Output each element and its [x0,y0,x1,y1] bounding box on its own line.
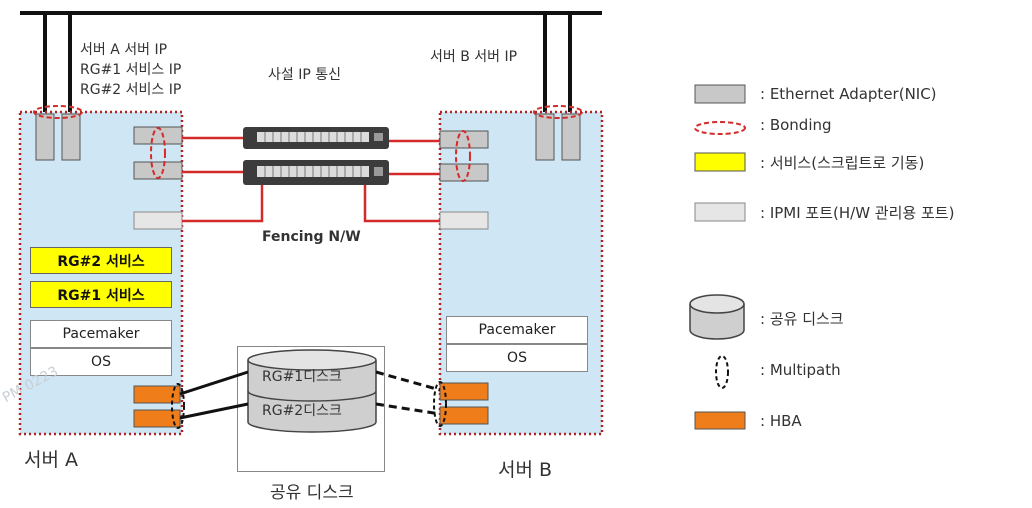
rg1-service-ip-label: RG#1 서비스 IP [80,62,182,78]
rg2-disk-label: RG#2디스크 [262,403,342,419]
hba-icon [133,409,181,428]
legend-service-icon [694,152,746,172]
san-link [179,402,249,420]
legend-hba-icon [694,411,746,430]
san-link-standby [375,370,441,392]
nic-icon [561,113,581,161]
hba-icon [133,385,181,404]
fencing-link [363,185,440,223]
bonding-icon [33,105,83,119]
multipath-icon [171,383,185,429]
legend-bonding-icon [694,121,746,135]
fencing-link [182,185,264,223]
legend-ipmi-label: : IPMI 포트(H/W 관리용 포트) [760,204,955,222]
nic-icon [61,113,81,161]
nic-icon [535,113,555,161]
legend-multipath-label: : Multipath [760,361,841,379]
legend-hba-label: : HBA [760,412,802,430]
rg1-service-box: RG#1 서비스 [30,281,172,308]
legend-nic-label: : Ethernet Adapter(NIC) [760,85,937,103]
hba-icon [439,406,489,425]
rg1-disk-label: RG#1디스크 [262,369,342,385]
legend-shared-disk-label: : 공유 디스크 [760,310,844,328]
server-a-ip-labels: 서버 A 서버 IP RG#1 서비스 IP RG#2 서비스 IP [80,40,181,100]
legend-service-label: : 서비스(스크립트로 기동) [760,154,925,172]
server-a-os: OS [30,348,172,376]
san-link-standby [375,402,441,416]
server-b-os: OS [446,344,588,372]
rg2-service-ip-label: RG#2 서비스 IP [80,82,182,98]
shared-disk-label: 공유 디스크 [270,483,354,503]
rg2-service-box: RG#2 서비스 [30,247,172,274]
server-a-ip-label: 서버 A 서버 IP [80,42,168,58]
hba-icon [439,382,489,401]
bonding-icon [533,105,583,119]
legend-ipmi-icon [694,202,746,222]
nic-icon [35,113,55,161]
server-b-pacemaker: Pacemaker [446,316,588,344]
switch-icon [243,160,389,185]
legend-multipath-icon [715,355,729,389]
bonding-icon [455,130,471,182]
legend-nic-icon [694,84,746,104]
server-a-pacemaker: Pacemaker [30,320,172,348]
server-a-label: 서버 A [24,449,78,471]
server-b-ip-label: 서버 B 서버 IP [430,49,518,65]
shared-disk-cylinder [247,349,377,433]
nic-icon [133,161,183,180]
multipath-icon [433,381,447,427]
private-ip-label: 사설 IP 통신 [268,67,341,83]
fencing-label: Fencing N/W [262,229,361,245]
legend-shared-disk-icon [689,294,745,340]
legend-bonding-label: : Bonding [760,116,832,134]
bonding-icon [150,127,166,179]
server-b-label: 서버 B [498,459,553,481]
san-link [179,370,249,396]
switch-icon [243,127,389,149]
